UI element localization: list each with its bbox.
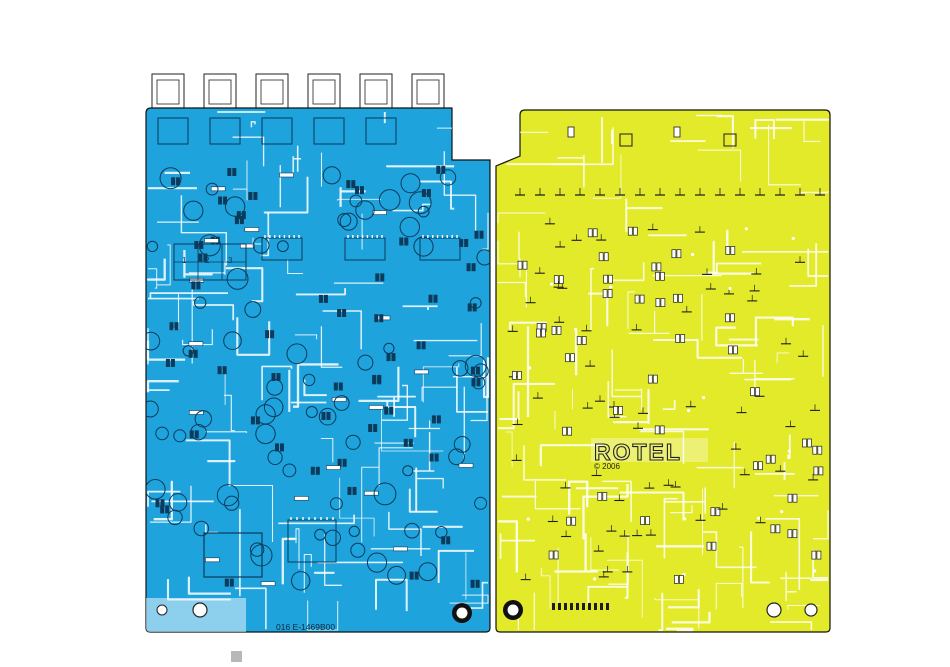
mounting-hole-left-1 (157, 605, 167, 615)
mounting-hole-left-3-inner (457, 608, 468, 619)
mounting-hole-right-2 (767, 603, 781, 617)
left-pcb-board: 1 2 3 016 E-1469B00 (142, 74, 492, 632)
rca-connector-row (152, 74, 444, 110)
mounting-hole-right-1-inner (508, 605, 519, 616)
grid-marker-1: 1 (182, 256, 187, 265)
page-marker-square (231, 651, 242, 662)
board-code-label: 016 E-1469B00 (276, 622, 335, 632)
grid-marker-2: 2 (205, 256, 210, 265)
copyright-text: © 2006 (594, 462, 620, 471)
mounting-hole-left-2 (193, 603, 207, 617)
right-pcb-board: ROTEL © 2006 (496, 110, 830, 632)
mounting-hole-right-3 (805, 604, 817, 616)
grid-marker-3: 3 (228, 256, 233, 265)
